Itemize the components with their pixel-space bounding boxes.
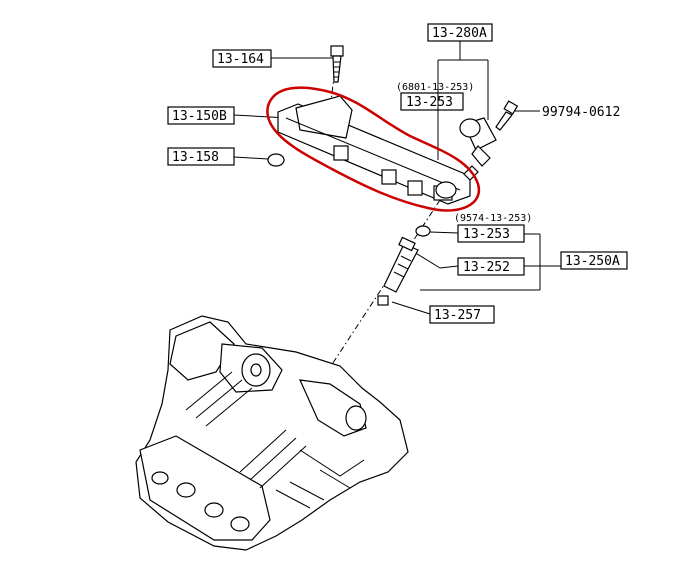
callout-13-253-top: 13-253 — [400, 92, 464, 111]
callout-6801-text: (6801-13-253) — [396, 82, 474, 93]
callout-13-158-text: 13-158 — [172, 150, 219, 165]
callout-13-164-text: 13-164 — [217, 52, 264, 67]
intake-manifold — [135, 315, 409, 551]
washer-13-158 — [267, 153, 285, 167]
callout-13-253-mid: 13-253 — [457, 224, 525, 243]
callout-13-257: 13-257 — [429, 305, 495, 324]
injector-13-252 — [383, 236, 419, 293]
bolt-99794-0612 — [495, 100, 519, 131]
highlight-circle — [266, 86, 481, 212]
callout-13-252-text: 13-252 — [463, 260, 510, 275]
callout-13-257-text: 13-257 — [434, 308, 481, 323]
callout-13-280A-text: 13-280A — [432, 26, 487, 41]
insulator-13-257 — [377, 295, 389, 306]
callout-9574-text: (9574-13-253) — [454, 213, 532, 224]
callout-13-158: 13-158 — [167, 147, 235, 166]
pressure-regulator — [459, 117, 497, 181]
callout-99794-text: 99794-0612 — [542, 105, 620, 120]
callout-13-250A-text: 13-250A — [565, 254, 620, 269]
o-ring-13-253 — [415, 225, 431, 237]
callout-13-252: 13-252 — [457, 257, 525, 276]
callout-13-250A: 13-250A — [560, 251, 628, 270]
bolt-13-164 — [330, 45, 344, 83]
callout-13-150B: 13-150B — [167, 106, 235, 125]
callout-13-164: 13-164 — [212, 49, 272, 68]
callout-13-253-top-text: 13-253 — [406, 95, 453, 110]
callout-13-280A: 13-280A — [427, 23, 493, 42]
callout-13-150B-text: 13-150B — [172, 109, 227, 124]
callout-13-253-mid-text: 13-253 — [463, 227, 510, 242]
